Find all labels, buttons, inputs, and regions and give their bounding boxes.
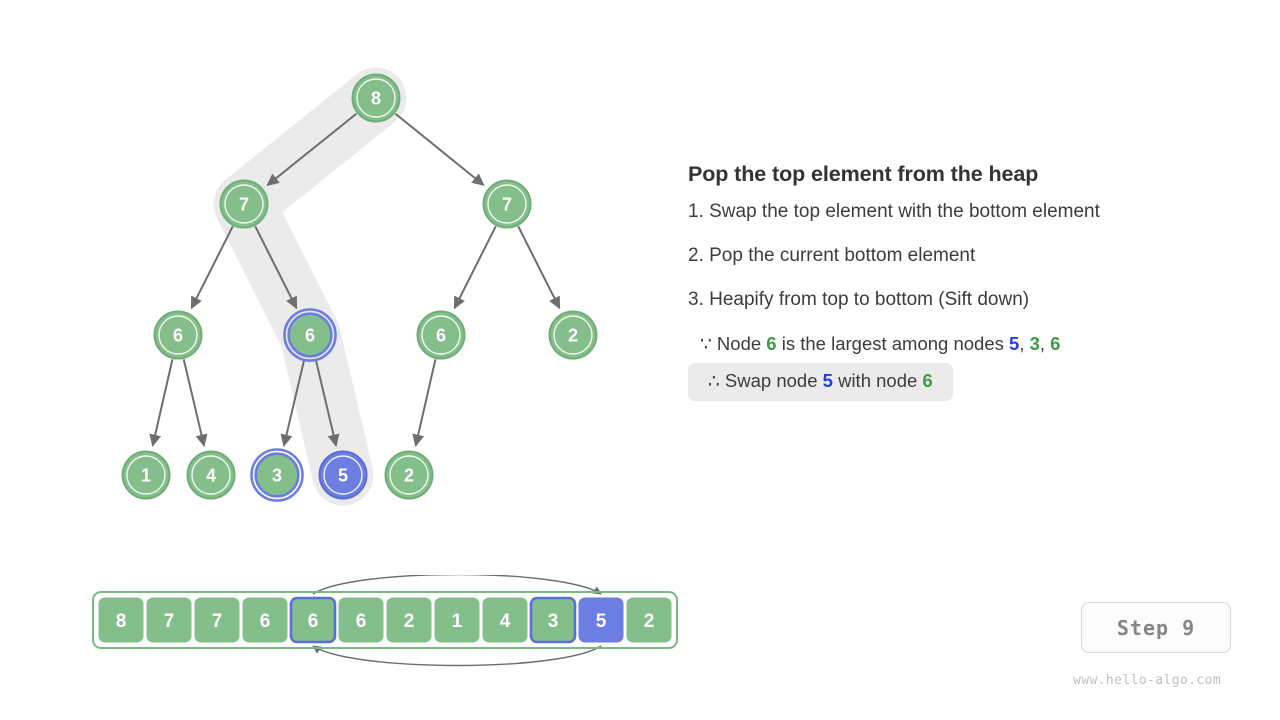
array-cell: 1	[434, 597, 480, 643]
array-cell-value: 1	[452, 611, 463, 632]
therefore-symbol: ∴	[708, 370, 720, 391]
array-cells: 8 7 7 6 6 6 2 1 4 3 5 2	[92, 591, 678, 649]
array-cell: 7	[146, 597, 192, 643]
step-item-3: 3. Heapify from top to bottom (Sift down…	[688, 289, 1030, 310]
watermark: www.hello-algo.com	[1073, 673, 1222, 688]
tree-node-value: 2	[568, 326, 578, 346]
conclusion-text-a: Swap node	[724, 370, 818, 391]
reason-candidate-2: 6	[1050, 333, 1061, 354]
array-cell-value: 8	[116, 611, 127, 632]
tree-node: 6	[153, 310, 203, 360]
tree-node-value: 3	[272, 466, 282, 486]
array-cell: 2	[386, 597, 432, 643]
tree-edge	[149, 359, 174, 447]
tree-node: 6	[283, 308, 337, 362]
tree-node-value: 6	[173, 326, 183, 346]
tree-node-value: 7	[239, 195, 249, 215]
tree-node: 1	[121, 450, 171, 500]
tree-node-value: 2	[404, 466, 414, 486]
step-badge: Step 9	[1081, 602, 1231, 653]
tree-edges	[149, 112, 561, 447]
because-symbol: ∵	[700, 333, 712, 354]
tree-nodes: 8 7 7 6 6 6 2 1 4 3 5 2	[121, 73, 598, 502]
tree-node-value: 6	[436, 326, 446, 346]
array-cell-value: 7	[212, 611, 223, 632]
tree-edge	[254, 225, 298, 310]
array-cell-value: 3	[548, 611, 559, 632]
sift-down-highlight-path	[213, 67, 407, 506]
tree-node-value: 7	[502, 195, 512, 215]
tree-edge	[280, 359, 306, 447]
tree-node: 5	[318, 450, 368, 500]
array-cell: 6	[338, 597, 384, 643]
tree-node-value: 6	[305, 326, 315, 346]
tree-node: 7	[482, 179, 532, 229]
array-cell-value: 6	[356, 611, 367, 632]
array-cell-value: 4	[500, 611, 511, 632]
array-cell: 6	[289, 596, 337, 644]
reason-candidate-1: 3	[1029, 333, 1040, 354]
conclusion-callout: ∴ Swap node 5 with node 6	[688, 363, 953, 401]
tree-edge	[412, 359, 437, 447]
tree-edge	[453, 225, 497, 310]
tree-edge	[182, 359, 208, 447]
reason-text-a: Node	[716, 333, 762, 354]
tree-node-value: 4	[206, 466, 216, 486]
step-badge-label: Step 9	[1116, 615, 1196, 640]
array-cell-value: 6	[308, 611, 319, 632]
reason-candidate-0: 5	[1009, 333, 1020, 354]
array-cell-value: 7	[164, 611, 175, 632]
array-cell: 6	[242, 597, 288, 643]
tree-edge	[314, 359, 340, 447]
tree-edge	[394, 112, 485, 186]
tree-edge	[190, 225, 234, 310]
swap-arrow-forward	[312, 575, 602, 595]
reason-text-b: is the largest among nodes	[781, 333, 1004, 354]
array-cell: 2	[626, 597, 672, 643]
tree-edge	[266, 112, 358, 186]
conclusion-to-value: 6	[922, 370, 933, 391]
array-container-outline	[92, 591, 678, 649]
reason-comma-1: ,	[1039, 333, 1046, 354]
tree-node-value: 8	[371, 89, 381, 109]
step-item-2: 2. Pop the current bottom element	[688, 245, 976, 266]
highlight-band	[213, 67, 407, 506]
reason-comma-0: ,	[1019, 333, 1025, 354]
tree-node: 4	[186, 450, 236, 500]
array-cell-value: 6	[260, 611, 271, 632]
step-item-1: 1. Swap the top element with the bottom …	[688, 201, 1100, 222]
tree-node: 2	[384, 450, 434, 500]
swap-arrow-backward	[312, 645, 602, 667]
conclusion-line: ∴ Swap node 5 with node 6	[708, 370, 933, 391]
array-cell: 4	[482, 597, 528, 643]
conclusion-from-value: 5	[822, 370, 833, 391]
reason-node-value: 6	[766, 333, 777, 354]
explanation-panel: Pop the top element from the heap 1. Swa…	[688, 162, 1228, 401]
tree-node: 3	[250, 448, 304, 502]
tree-edge	[517, 225, 561, 310]
tree-node: 7	[219, 179, 269, 229]
array-cell: 7	[194, 597, 240, 643]
conclusion-text-b: with node	[838, 370, 918, 391]
swap-indicator-arrows	[312, 575, 602, 667]
reason-line: ∵ Node 6 is the largest among nodes 5, 3…	[700, 333, 1228, 355]
tree-node-value: 1	[141, 466, 151, 486]
page-title: Pop the top element from the heap	[688, 162, 1039, 186]
tree-node: 8	[351, 73, 401, 123]
array-cell-value: 2	[644, 611, 655, 632]
array-cell: 8	[98, 597, 144, 643]
tree-svg: 8 7 7 6 6 6 2 1 4 3 5 2	[121, 67, 598, 506]
tree-node-value: 5	[338, 466, 348, 486]
array-svg: 8 7 7 6 6 6 2 1 4 3 5 2	[92, 575, 678, 667]
binary-tree-diagram: 8 7 7 6 6 6 2 1 4 3 5 2	[0, 0, 680, 560]
array-cell: 5	[578, 597, 624, 643]
array-cell-value: 5	[596, 611, 607, 632]
heap-array-representation: 8 7 7 6 6 6 2 1 4 3 5 2	[88, 575, 688, 685]
array-cell: 3	[529, 596, 577, 644]
array-cell-value: 2	[404, 611, 415, 632]
tree-node: 2	[548, 310, 598, 360]
tree-node: 6	[416, 310, 466, 360]
